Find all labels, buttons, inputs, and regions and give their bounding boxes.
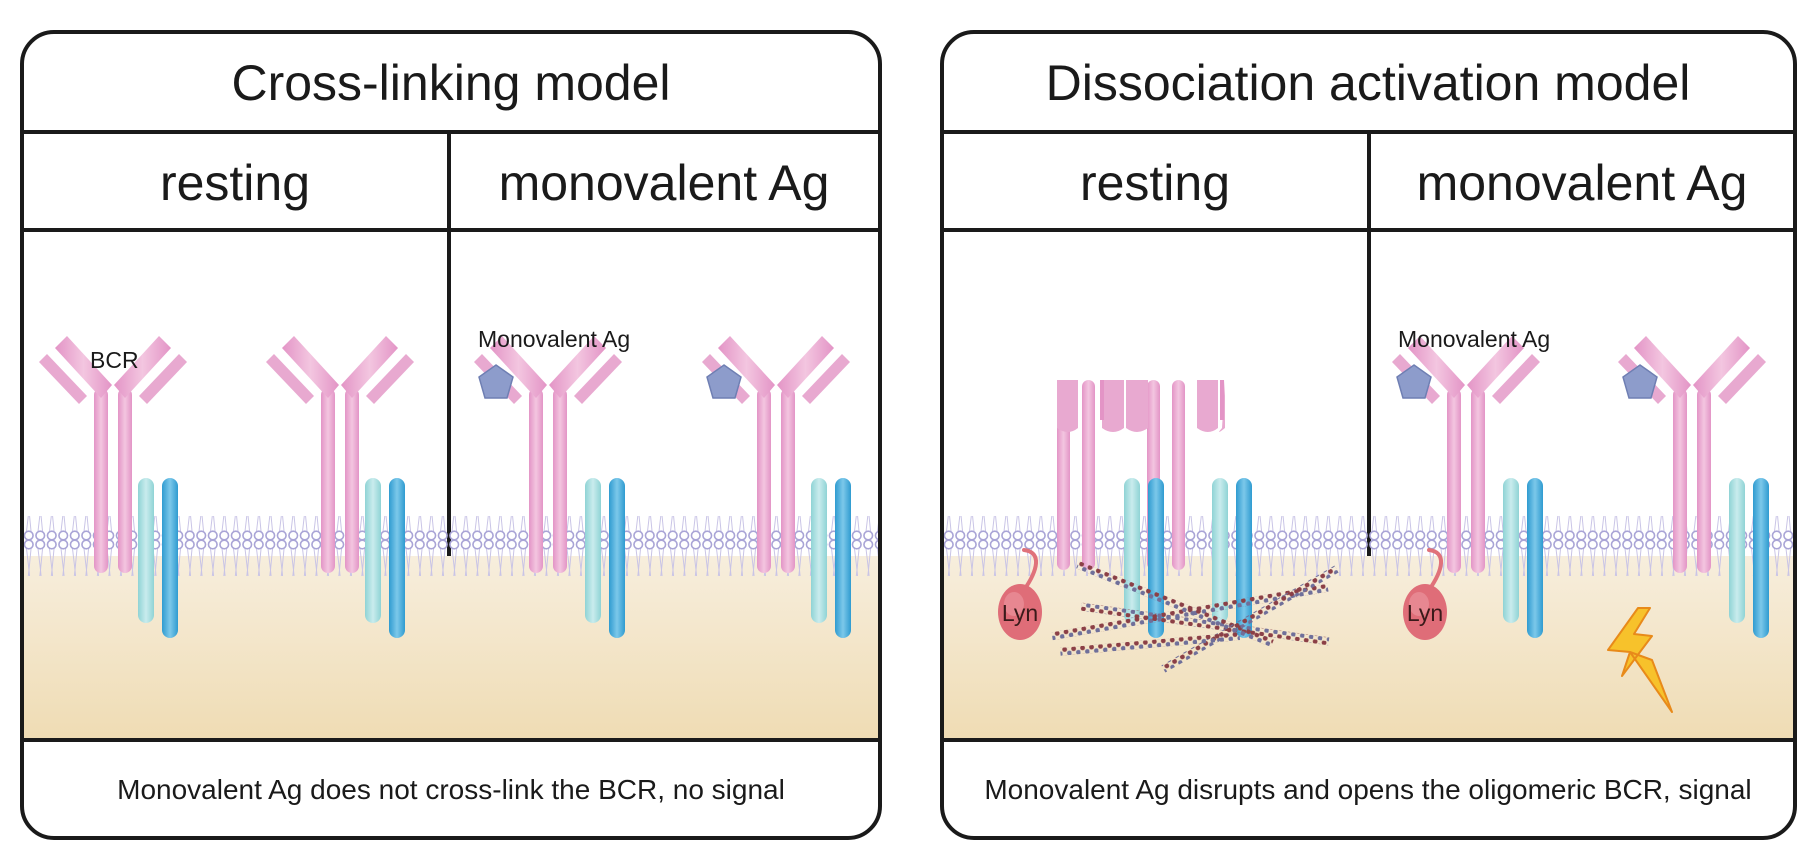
column-header-resting: resting [1080, 155, 1230, 211]
panel-title: Dissociation activation model [1046, 55, 1691, 111]
monovalent-ag-label: Monovalent Ag [478, 326, 630, 352]
bcr-label: BCR [90, 347, 139, 373]
monovalent-ag-label: Monovalent Ag [1398, 326, 1550, 352]
panel-crosslinking: Cross-linking model resting monovalent A… [20, 30, 882, 840]
actin-filament-icon [1051, 560, 1339, 673]
panel-dissociation: Dissociation activation model resting mo… [940, 30, 1797, 840]
lyn-kinase-icon: Lyn [996, 548, 1044, 642]
column-header-monovalent: monovalent Ag [1417, 155, 1748, 211]
panel-caption: Monovalent Ag disrupts and opens the oli… [984, 774, 1751, 805]
lyn-label: Lyn [1407, 600, 1443, 626]
lipid-bilayer [944, 516, 1793, 576]
lyn-kinase-icon: Lyn [1401, 548, 1449, 642]
bcr-oligomer [1057, 380, 1252, 638]
lyn-label: Lyn [1002, 600, 1038, 626]
panel-title: Cross-linking model [231, 55, 670, 111]
column-header-resting: resting [160, 155, 310, 211]
panel-caption: Monovalent Ag does not cross-link the BC… [117, 774, 785, 805]
column-header-monovalent: monovalent Ag [499, 155, 830, 211]
lightning-bolt-icon [1607, 607, 1673, 713]
